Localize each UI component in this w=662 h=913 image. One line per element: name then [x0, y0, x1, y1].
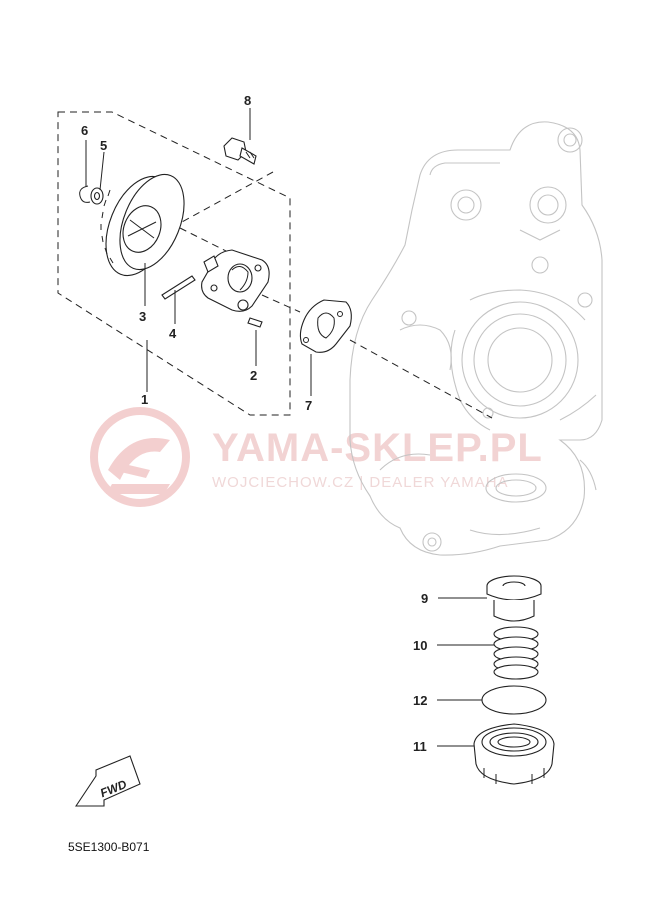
o-ring [481, 685, 547, 715]
small-pin [247, 317, 263, 328]
watermark-title: YAMA-SKLEP.PL [212, 426, 543, 470]
assembly-box-outline [57, 111, 291, 416]
leader-lines [85, 108, 494, 747]
callout-3: 3 [139, 309, 146, 324]
crankcase-outline [349, 121, 603, 556]
plug [486, 575, 542, 622]
callout-8: 8 [244, 93, 251, 108]
watermark-subtitle: WOJCIECHOW.CZ | DEALER YAMAHA [212, 474, 509, 491]
alignment-line [179, 227, 233, 255]
bolt [223, 137, 257, 165]
oil-pump-body [201, 249, 270, 312]
cap-nut [473, 723, 555, 785]
spring [493, 626, 539, 680]
callout-5: 5 [100, 138, 107, 153]
callout-10: 10 [413, 638, 427, 653]
alignment-line [181, 171, 274, 223]
diagram-code: 5SE1300-B071 [68, 840, 150, 854]
callout-2: 2 [250, 368, 257, 383]
washer [90, 187, 104, 205]
alignment-line [261, 294, 301, 313]
callout-6: 6 [81, 123, 88, 138]
callout-12: 12 [413, 693, 427, 708]
callout-1: 1 [141, 392, 148, 407]
callout-7: 7 [305, 398, 312, 413]
dowel-pin [161, 275, 196, 300]
pump-gear [100, 173, 185, 277]
watermark-logo [90, 407, 190, 507]
pump-gasket [299, 299, 352, 353]
circlip [79, 185, 91, 203]
callout-11: 11 [413, 739, 427, 754]
callout-4: 4 [169, 326, 177, 341]
callout-9: 9 [421, 591, 428, 606]
fwd-arrow: FWD [74, 755, 141, 807]
alignment-line [349, 339, 493, 419]
